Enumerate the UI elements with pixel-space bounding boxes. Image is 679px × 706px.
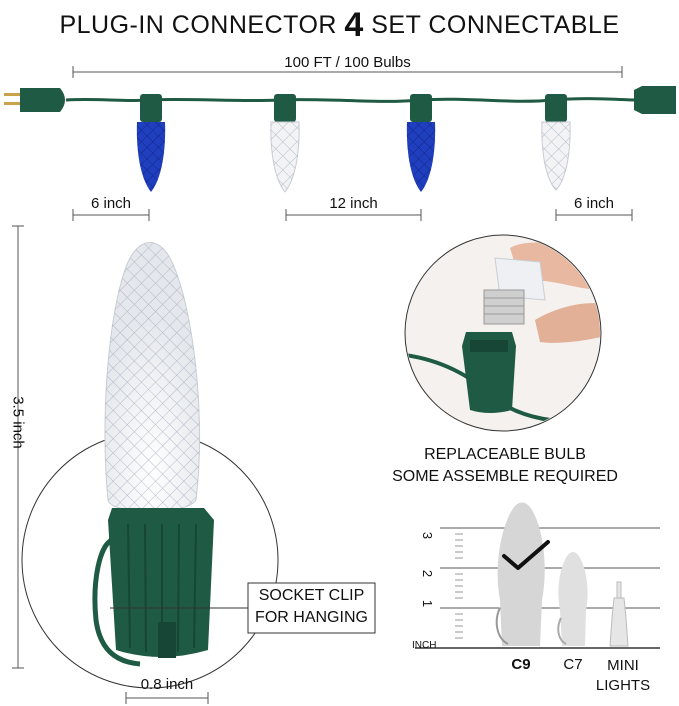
socket-clip-label-box <box>247 582 376 634</box>
end-spacing-left-label: 6 inch <box>90 195 132 212</box>
title-number: 4 <box>344 6 364 44</box>
size-comparison-chart <box>415 502 660 649</box>
page-title: PLUG-IN CONNECTOR 4 SET CONNECTABLE <box>0 6 679 45</box>
socket-clip <box>92 537 141 667</box>
unit-label: INCH <box>412 640 437 651</box>
title-suffix: SET CONNECTABLE <box>363 11 620 39</box>
height-dimension <box>12 225 24 669</box>
socket-clip-label: SOCKET CLIP FOR HANGING <box>248 585 375 629</box>
total-length-dimension <box>72 66 623 78</box>
spacing-dimension-right <box>555 209 633 221</box>
replaceable-caption: REPLACEABLE BULB SOME ASSEMBLE REQUIRED <box>385 444 625 488</box>
tick-1: 1 <box>420 599 436 608</box>
c9-silhouette <box>497 502 545 646</box>
total-length-label: 100 FT / 100 Bulbs <box>284 54 411 71</box>
c7-silhouette <box>558 552 588 646</box>
strand-bulb-4 <box>541 94 571 191</box>
tick-3: 3 <box>420 531 436 540</box>
base-width-dimension <box>125 692 209 704</box>
spacing-dimension-middle <box>285 209 422 221</box>
large-bulb-glass <box>104 242 201 513</box>
strand-bulb-2 <box>270 94 300 193</box>
spacing-dimension-left <box>72 209 150 221</box>
height-label: 3.5 inch <box>9 396 27 449</box>
replaceable-line2: SOME ASSEMBLE REQUIRED <box>392 468 618 485</box>
c7-label: C7 <box>563 656 583 673</box>
socket-clip-line1: SOCKET CLIP <box>258 587 365 604</box>
female-plug-icon <box>634 86 676 114</box>
strand-bulb-1 <box>136 94 166 192</box>
replaceable-bulb-photo <box>404 234 602 432</box>
mini-silhouette <box>609 597 629 647</box>
male-plug-icon <box>4 88 65 112</box>
strand-bulb-3 <box>406 94 436 192</box>
large-bulb-socket <box>108 508 214 658</box>
socket-clip-line2: FOR HANGING <box>255 609 368 626</box>
tick-2: 2 <box>420 569 436 578</box>
c9-label: C9 <box>511 656 531 673</box>
check-icon <box>502 540 550 570</box>
end-spacing-right-label: 6 inch <box>573 195 615 212</box>
title-prefix: PLUG-IN CONNECTOR <box>59 11 345 39</box>
replaceable-line1: REPLACEABLE BULB <box>424 446 586 463</box>
base-width-label: 0.8 inch <box>140 676 194 693</box>
mini-lights-label: MINI LIGHTS <box>595 657 651 694</box>
bulb-spacing-label: 12 inch <box>329 195 378 212</box>
